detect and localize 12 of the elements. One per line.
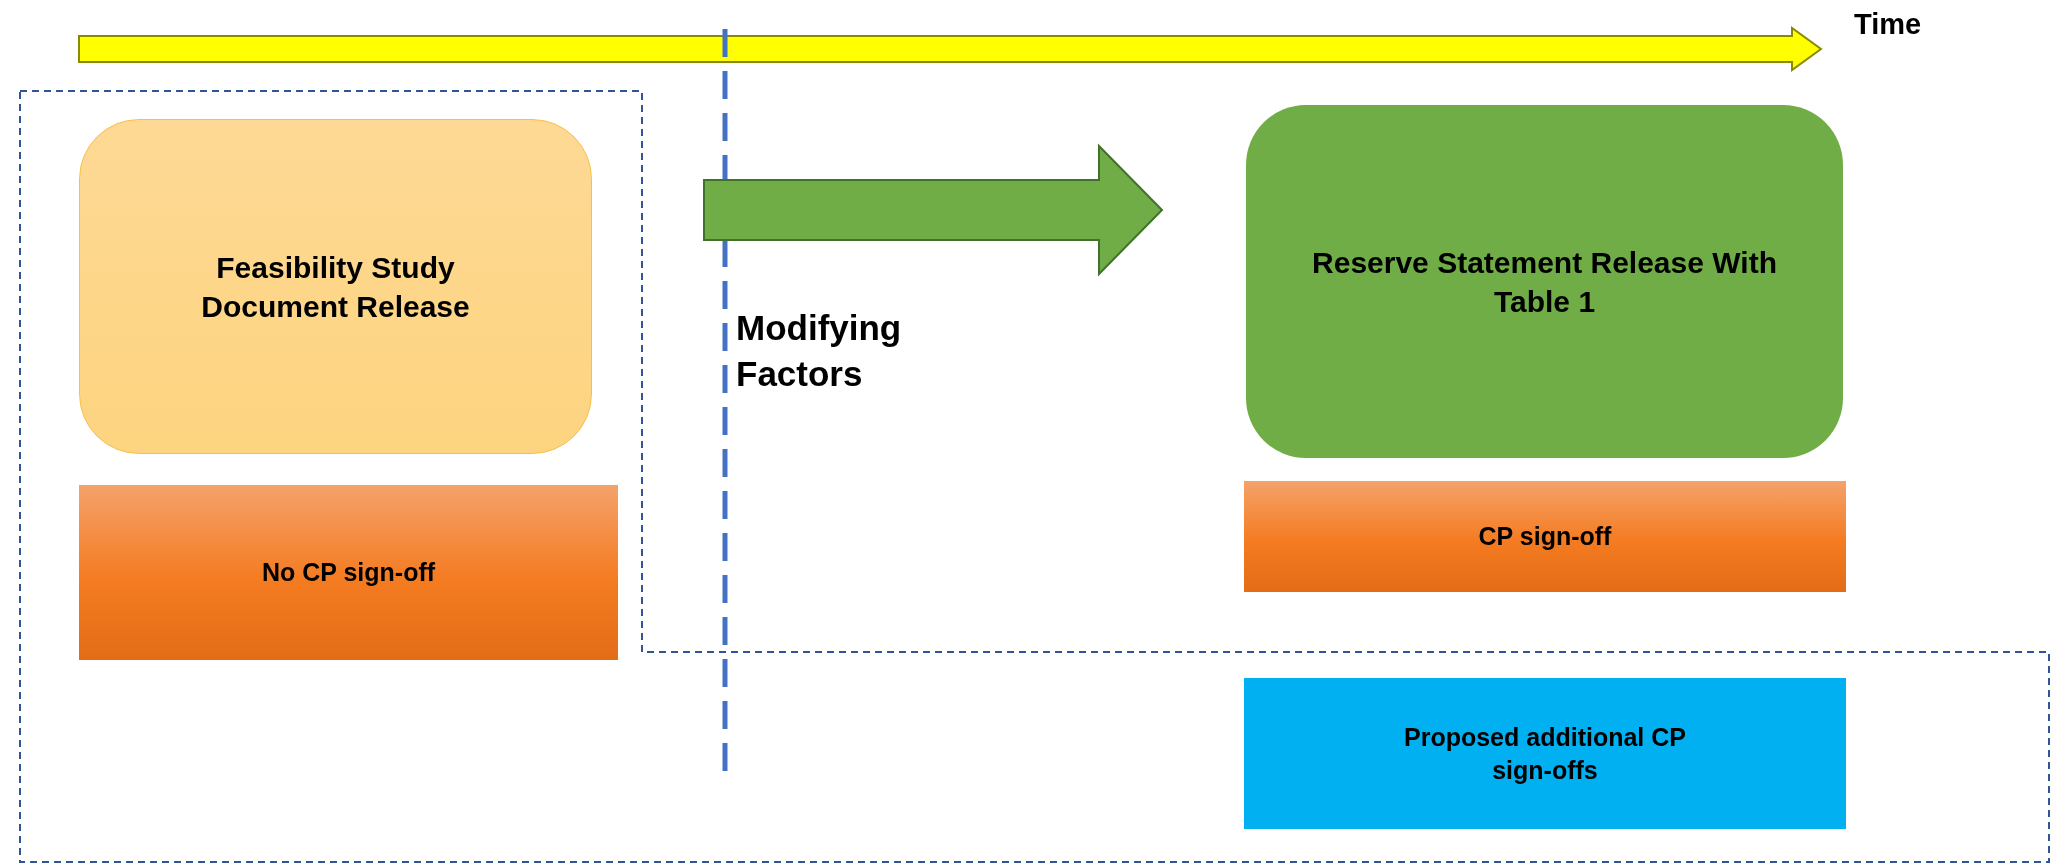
box-text: No CP sign-off [261, 557, 436, 589]
box-text: Feasibility Study Document Release [200, 249, 471, 325]
box-text: Proposed additional CP sign-offs [1403, 722, 1687, 786]
proposal-box [1244, 678, 1846, 829]
milestone-box [79, 119, 592, 454]
arrow [703, 143, 1164, 277]
axis-label: Time [1854, 8, 1922, 41]
box-text: Reserve Statement Release With Table 1 [1311, 244, 1778, 320]
milestone-box [1246, 105, 1843, 458]
box-text: CP sign-off [1478, 521, 1612, 553]
status-box [1244, 481, 1846, 592]
status-box [79, 485, 618, 660]
